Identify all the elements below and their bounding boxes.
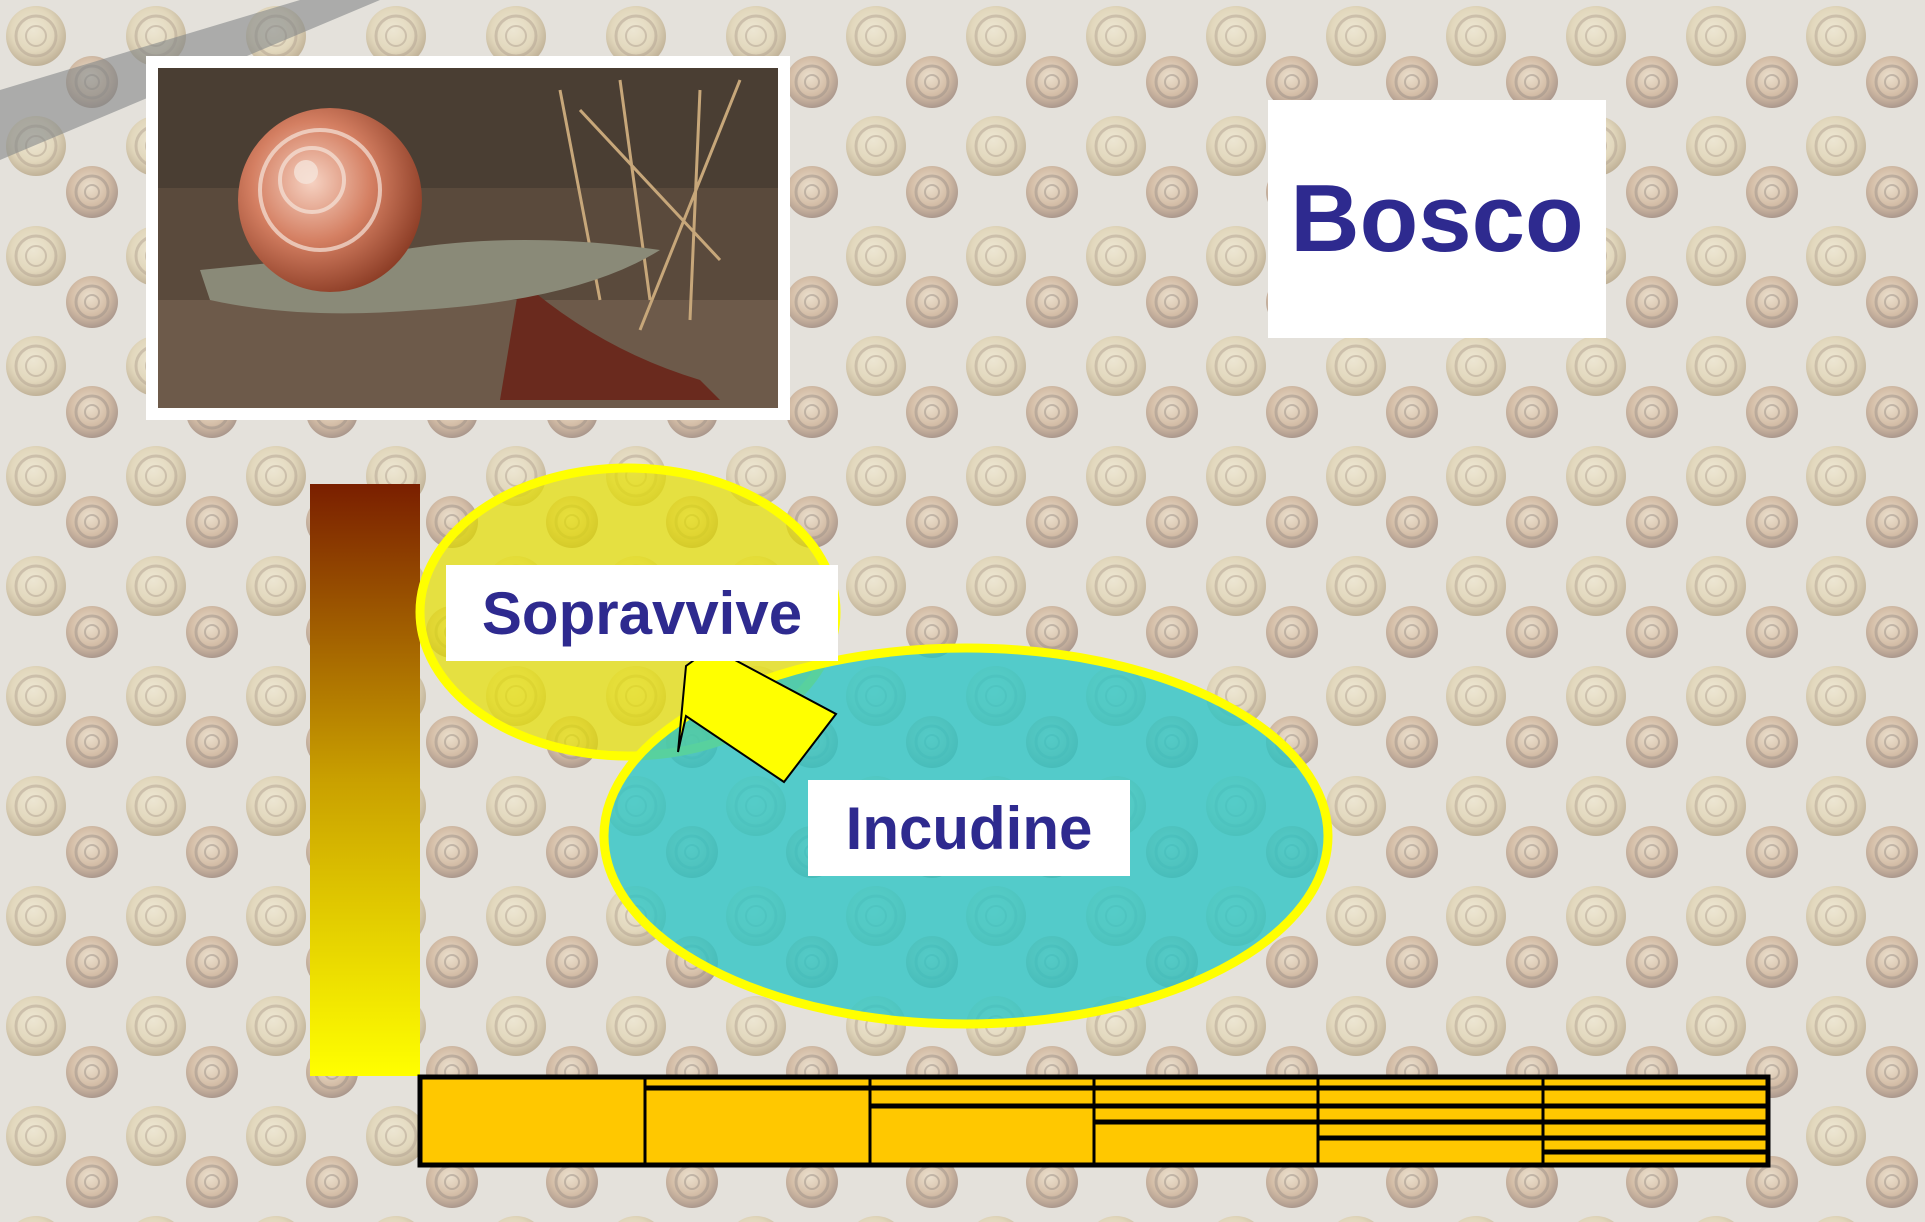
habitat-label: Bosco <box>1268 100 1606 338</box>
gradient-bar <box>310 484 420 1076</box>
survives-label: Sopravvive <box>446 565 838 661</box>
anvil-label: Incudine <box>808 780 1130 876</box>
inset-snail-photo <box>146 56 790 420</box>
progress-strip <box>420 1077 1768 1165</box>
